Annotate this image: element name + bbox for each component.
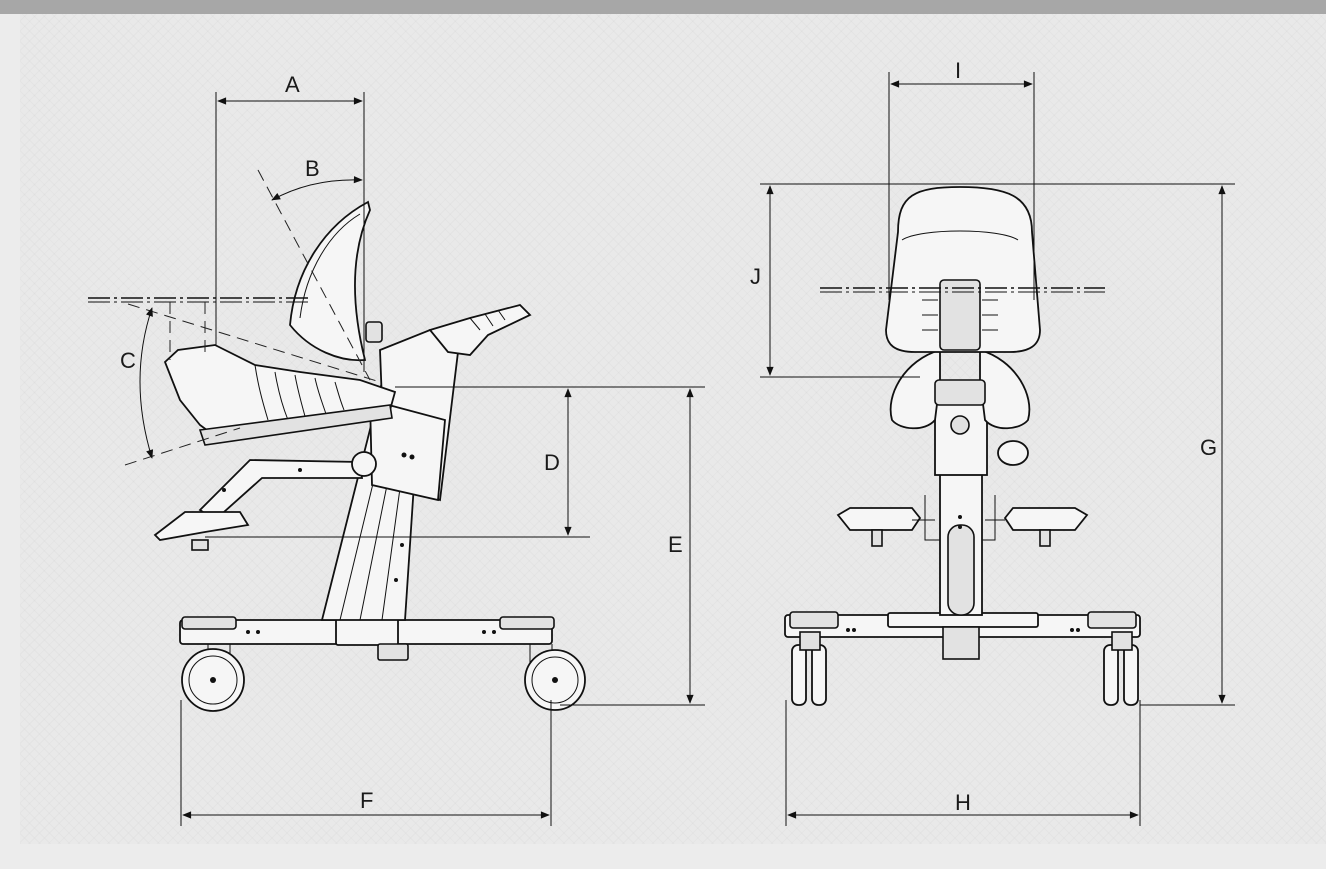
front-right-wheels: [1103, 631, 1139, 706]
label-e: E: [668, 532, 683, 557]
dimension-e: E: [560, 388, 705, 706]
side-view: A B C D E: [88, 72, 705, 826]
dimension-b: B: [257, 156, 371, 381]
side-push-handle: [428, 303, 532, 356]
dimension-j: J: [750, 183, 1235, 378]
front-left-wheels: [791, 631, 827, 706]
front-view: I J G H: [750, 58, 1235, 826]
front-left-footrest: [836, 495, 940, 547]
label-a: A: [285, 72, 300, 97]
label-b: B: [305, 156, 320, 181]
bottom-margin: [0, 844, 1326, 869]
side-base-frame: [179, 616, 555, 668]
side-tray: [88, 297, 308, 360]
side-front-wheel: [524, 649, 586, 711]
label-g: G: [1200, 435, 1217, 460]
side-column: [320, 328, 459, 621]
dimension-f: F: [180, 700, 552, 826]
side-leg-rest: [153, 451, 377, 551]
label-f: F: [360, 788, 373, 813]
front-tray: [820, 287, 1105, 293]
side-rear-wheel: [181, 648, 245, 712]
front-backrest: [885, 186, 1041, 353]
side-backrest: [289, 200, 383, 362]
front-column: [934, 394, 1029, 616]
top-header-bar: [0, 0, 1326, 14]
label-j: J: [750, 264, 761, 289]
dimension-g: G: [1140, 185, 1235, 706]
side-seat: [163, 344, 397, 446]
front-seat-wings: [889, 348, 1031, 430]
label-c: C: [120, 348, 136, 373]
dimension-c: C: [120, 303, 381, 466]
label-i: I: [955, 58, 961, 83]
label-h: H: [955, 790, 971, 815]
dimension-h: H: [785, 700, 1141, 826]
front-base-frame: [784, 611, 1141, 660]
front-right-footrest: [982, 495, 1089, 547]
label-d: D: [544, 450, 560, 475]
dimension-d: D: [205, 386, 705, 538]
dimension-i: I: [888, 58, 1035, 300]
dimension-a: A: [215, 72, 365, 372]
